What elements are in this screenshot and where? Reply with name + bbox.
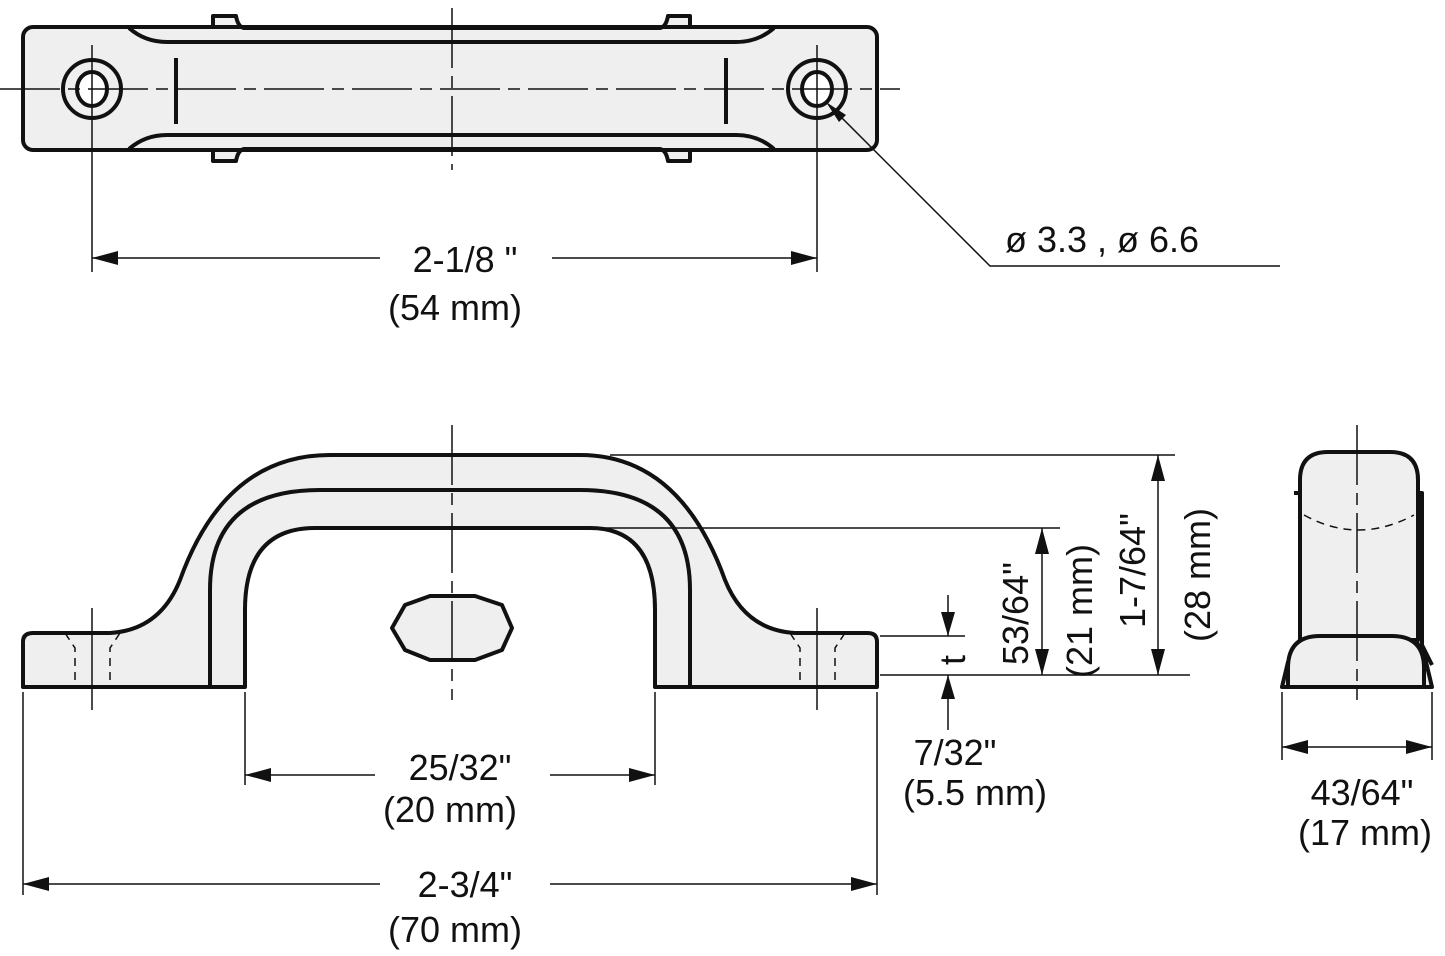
arrow-left-icon bbox=[1282, 740, 1308, 754]
arrow-up-icon bbox=[1035, 528, 1049, 554]
thickness-in: 7/32" bbox=[914, 732, 997, 773]
arrow-right-icon bbox=[1406, 740, 1432, 754]
inner-width-mm: (20 mm) bbox=[383, 789, 517, 830]
leader-arrow-icon bbox=[826, 102, 846, 122]
arrow-down-icon bbox=[941, 612, 955, 636]
overall-length-mm: (70 mm) bbox=[388, 909, 522, 950]
side-view: 43/64" (17 mm) bbox=[1280, 425, 1434, 853]
front-inner-contour bbox=[208, 488, 692, 687]
arrow-up-icon bbox=[941, 675, 955, 699]
hole-spacing-in: 2-1/8 " bbox=[413, 239, 518, 280]
arrow-up-icon bbox=[1151, 455, 1165, 481]
arrow-down-icon bbox=[1035, 649, 1049, 675]
inner-width-in: 25/32" bbox=[409, 747, 512, 788]
front-view-outline bbox=[21, 453, 879, 689]
arrow-right-icon bbox=[791, 251, 817, 265]
hole-callout: ø 3.3 , ø 6.6 bbox=[1005, 219, 1199, 260]
side-view-cap bbox=[1298, 450, 1420, 642]
top-tab-lower bbox=[211, 147, 692, 163]
arrow-right-icon bbox=[851, 877, 877, 891]
countersink-hidden-right bbox=[789, 632, 846, 687]
side-hidden-arc bbox=[1303, 514, 1415, 531]
top-view: 2-1/8 " (54 mm) ø 3.3 , ø 6.6 bbox=[0, 8, 1280, 328]
arrow-right-icon bbox=[629, 768, 655, 782]
front-view: 25/32" (20 mm) 2-3/4" (70 mm) t 7/32" (5… bbox=[21, 425, 1218, 950]
overall-length-in: 2-3/4" bbox=[418, 864, 513, 905]
hole-spacing-mm: (54 mm) bbox=[388, 287, 522, 328]
side-width-in: 43/64" bbox=[1311, 772, 1414, 813]
thickness-label: t bbox=[932, 655, 973, 665]
overall-height-mm: (28 mm) bbox=[1177, 508, 1218, 642]
side-view-base bbox=[1286, 634, 1426, 689]
hole-leader-line bbox=[827, 103, 1280, 267]
overall-height-in: 1-7/64" bbox=[1112, 513, 1153, 628]
arrow-down-icon bbox=[1151, 649, 1165, 675]
thickness-mm: (5.5 mm) bbox=[903, 772, 1047, 813]
top-tab-upper bbox=[211, 14, 692, 30]
arrow-left-icon bbox=[245, 768, 271, 782]
arrow-left-icon bbox=[23, 877, 49, 891]
inner-height-in: 53/64" bbox=[995, 562, 1036, 665]
arrow-left-icon bbox=[92, 251, 118, 265]
countersink-hidden-left bbox=[64, 632, 121, 687]
side-width-mm: (17 mm) bbox=[1298, 812, 1432, 853]
inner-height-mm: (21 mm) bbox=[1059, 544, 1100, 678]
